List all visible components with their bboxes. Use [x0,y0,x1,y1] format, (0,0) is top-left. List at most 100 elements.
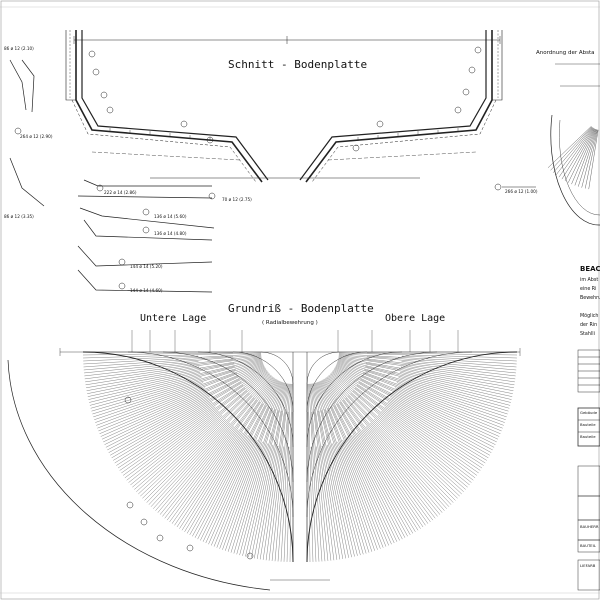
spacer-ray [558,127,594,178]
upper-layer-radial-bar [338,354,517,371]
bar-label: 136 ø 14 (4.80) [154,231,187,236]
lower-layer-radial-bar [121,406,216,474]
upper-layer-radial-bar [337,361,507,418]
lower-layer-radial-bar [110,367,266,456]
upper-layer-radial-bar [387,402,486,464]
lower-layer-radial-bar [85,366,200,385]
bar-label: 86 ø 12 (2.10) [4,46,34,51]
lower-layer-radial-bar [113,368,266,461]
lower-layer-radial-bar [236,443,268,555]
lower-layer-radial-bar [96,372,237,426]
upper-layer-radial-bar [314,382,361,556]
note-line: Stahlli [580,332,595,337]
upper-layer-radial-bar [324,378,421,529]
lower-layer-radial-bar [162,426,235,517]
upper-layer-radial-bar [325,377,431,522]
title-block-row: Bauteile [580,434,596,439]
lower-layer-radial-bar [84,361,199,374]
lower-layer-radial-bar [205,381,280,544]
upper-layer-radial-bar [348,395,452,505]
lower-layer-ring [82,351,294,563]
lower-layer-radial-bar [89,359,263,406]
upper-layer-radial-bar [310,446,317,562]
lower-layer-radial-bar [100,376,239,437]
title-block-row: BAUTEIL [580,543,596,548]
upper-layer-radial-bar [334,367,490,456]
lower-layer-radial-bar [197,405,266,540]
lower-layer-ring [127,351,294,518]
title-block-row: Gebäude [580,410,598,415]
lower-layer-radial-bar [164,377,274,519]
upper-layer-radial-bar [356,385,483,469]
bar-label: 144 ø 14 (4.60) [130,288,163,293]
lower-layer-radial-bar [216,381,282,548]
upper-layer-radial-bar [360,379,495,448]
spacer-ray [585,129,598,189]
upper-layer-radial-bar [332,443,364,555]
upper-layer-radial-bar [340,401,424,528]
upper-layer-radial-bar [398,377,510,409]
upper-layer-radial-bar [311,411,323,562]
lower-layer-radial-bar [83,356,234,368]
lower-layer-radial-bar [84,355,262,377]
upper-layer-radial-bar [327,408,381,549]
lower-layer-radial-bar [107,366,265,451]
upper-layer-radial-bar [342,399,433,521]
note-line: der Rin [580,323,598,328]
lower-layer-radial-bar [130,372,269,486]
lower-layer-radial-bar [271,446,284,561]
lower-layer-radial-bar [95,362,263,423]
upper-layer-radial-bar [314,383,355,557]
lower-layer-radial-bar [87,372,201,397]
lower-layer-radial-bar [98,387,206,432]
upper-layer-radial-bar [381,410,472,483]
upper-layer-radial-bar [338,356,515,383]
upper-layer-radial-bar [316,446,329,561]
upper-layer-radial-bar [338,355,516,377]
upper-layer-radial-bar [334,368,487,461]
upper-layer-radial-bar [307,411,311,562]
upper-layer-radial-bar [401,355,517,362]
lower-layer-radial-bar [262,383,289,560]
section-title: Schnitt - Bodenplatte [228,58,368,71]
upper-layer-radial-bar [324,378,426,526]
lower-layer-radial-bar [189,379,278,535]
upper-layer-radial-bar [322,379,411,535]
upper-layer-radial-bar [333,369,481,471]
lower-layer-radial-bar [114,402,213,464]
lower-layer-radial-bar [157,397,255,513]
upper-layer-radial-bar [374,419,456,501]
lower-layer-radial-bar [105,379,240,448]
upper-layer-radial-bar [345,397,443,513]
upper-layer-radial-bar [317,382,378,550]
lower-layer-radial-bar [104,365,265,445]
note-line: Möglich [580,314,599,319]
upper-layer-radial-bar [366,352,517,356]
bar-label: 222 ø 14 (2.86) [104,190,137,195]
bar-label: 136 ø 14 (5.60) [154,214,187,219]
lower-layer-radial-bar [184,379,277,532]
lower-layer-radial-bar [86,357,262,388]
upper-layer-radial-bar [357,432,419,531]
upper-layer-radial-bar [332,371,474,481]
lower-layer-radial-bar [233,382,285,554]
spacer-ray [561,128,594,180]
bar-label: 266 ø 12 (1.00) [505,189,538,194]
lower-layer-radial-bar [92,369,236,415]
upper-layer-radial-bar [400,366,515,385]
lower-layer-ring [260,351,294,385]
lower-layer-radial-bar [174,378,276,526]
lower-layer-radial-bar [94,382,204,420]
upper-layer-radial-bar [324,409,370,553]
lower-layer-radial-bar [142,374,271,499]
spacer-ray [571,128,596,185]
upper-layer-radial-bar [313,383,349,558]
title-block-row: Bauteile [580,422,596,427]
upper-layer-radial-bar [336,365,499,440]
upper-layer-radial-bar [307,383,314,562]
lower-layer-radial-bar [254,410,283,559]
lower-layer-radial-bar [144,419,226,501]
lower-layer-radial-bar [277,411,289,562]
upper-layer-radial-bar [321,445,340,560]
lower-layer-radial-bar [117,385,244,469]
